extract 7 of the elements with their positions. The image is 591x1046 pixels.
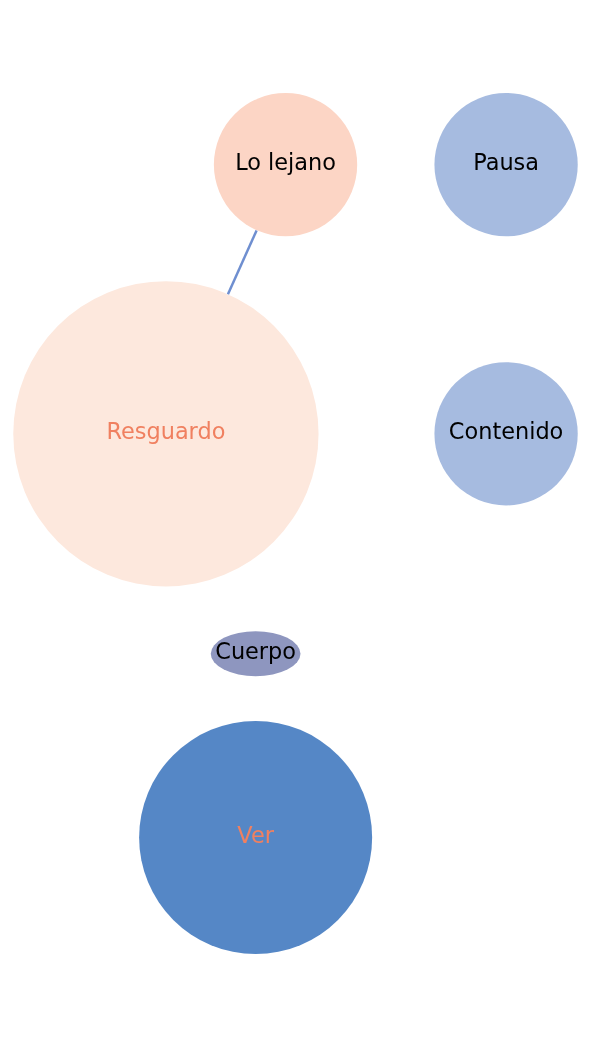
node-ellipse: Cuerpo <box>210 630 301 676</box>
node-circle: Pausa <box>434 92 578 236</box>
connector <box>226 229 258 295</box>
node-circle: Resguardo <box>13 280 319 586</box>
node-circle: Contenido <box>434 361 578 505</box>
node-circle: Lo lejano <box>213 92 358 236</box>
node-circle: Ver <box>139 720 373 954</box>
